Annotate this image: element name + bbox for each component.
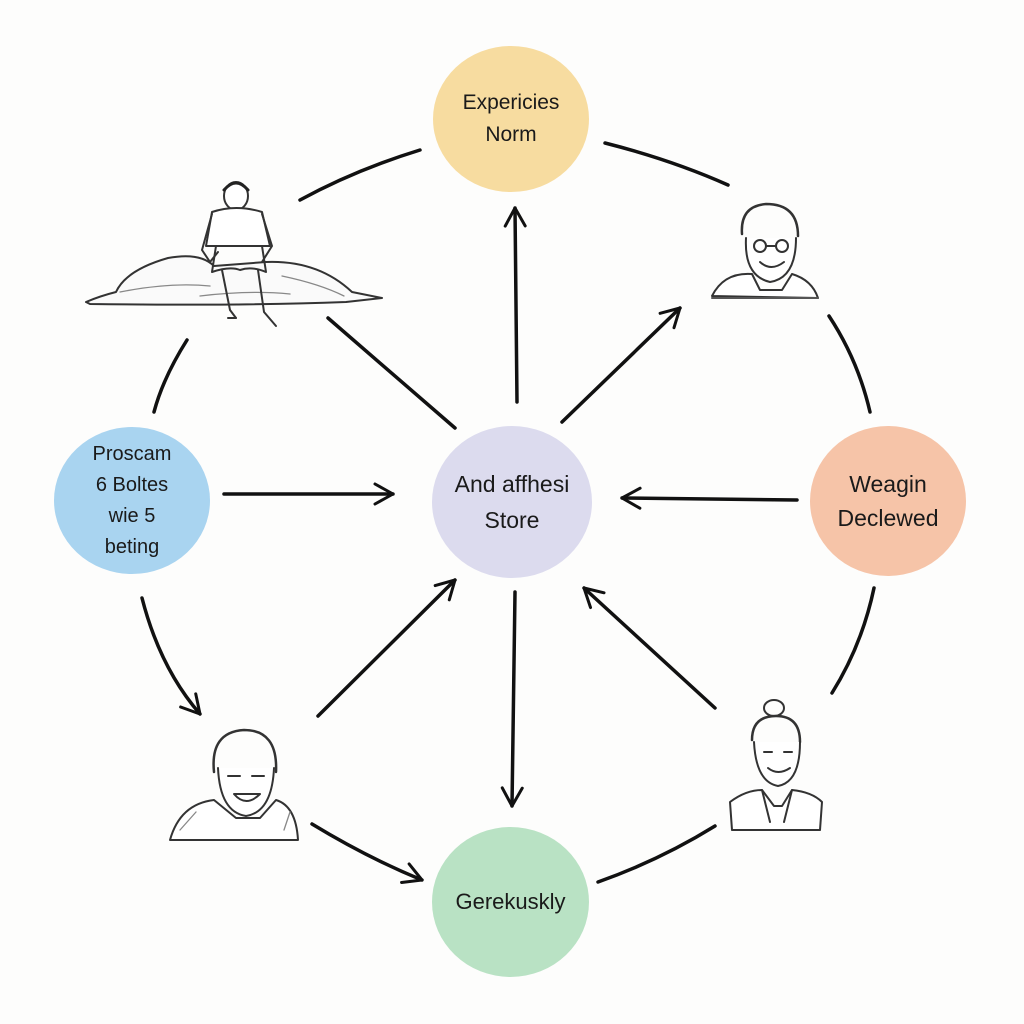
arrow-center-to-top <box>503 206 527 404</box>
arrow-right-to-center <box>620 486 799 510</box>
ring-arc-right-lower <box>830 586 876 695</box>
smiling-man-illustration <box>711 202 819 299</box>
person-sitting-illustration <box>85 181 383 327</box>
ring-arc-top-right <box>603 141 730 187</box>
ring-arc-top-left <box>298 148 422 202</box>
ring-arc-right-upper <box>827 314 872 414</box>
laughing-man-illustration <box>169 728 299 841</box>
arrow-center-to-bottom <box>500 590 524 808</box>
node-weagin-declewed: Weagin Declewed <box>810 426 966 576</box>
node-expericies-norm: Expericies Norm <box>433 46 589 192</box>
node-gerekuskly: Gerekuskly <box>432 827 589 977</box>
arrow-bottom-left-to-bottom <box>310 822 424 884</box>
man-with-bun-illustration <box>729 699 823 831</box>
arrow-center-to-top-right <box>560 306 682 424</box>
ring-arc-left-upper <box>152 338 189 414</box>
arrow-left-to-bottom-left <box>140 596 202 716</box>
arrow-bottom-left-to-center <box>316 578 457 718</box>
line-top-left-to-center <box>326 316 457 430</box>
node-proscam-boltes: Proscam 6 Boltes wie 5 beting <box>54 427 210 574</box>
ring-arc-bottom-right <box>596 824 717 884</box>
node-and-affhesi-store: And affhesi Store <box>432 426 592 578</box>
arrow-bottom-right-to-center <box>582 586 717 710</box>
